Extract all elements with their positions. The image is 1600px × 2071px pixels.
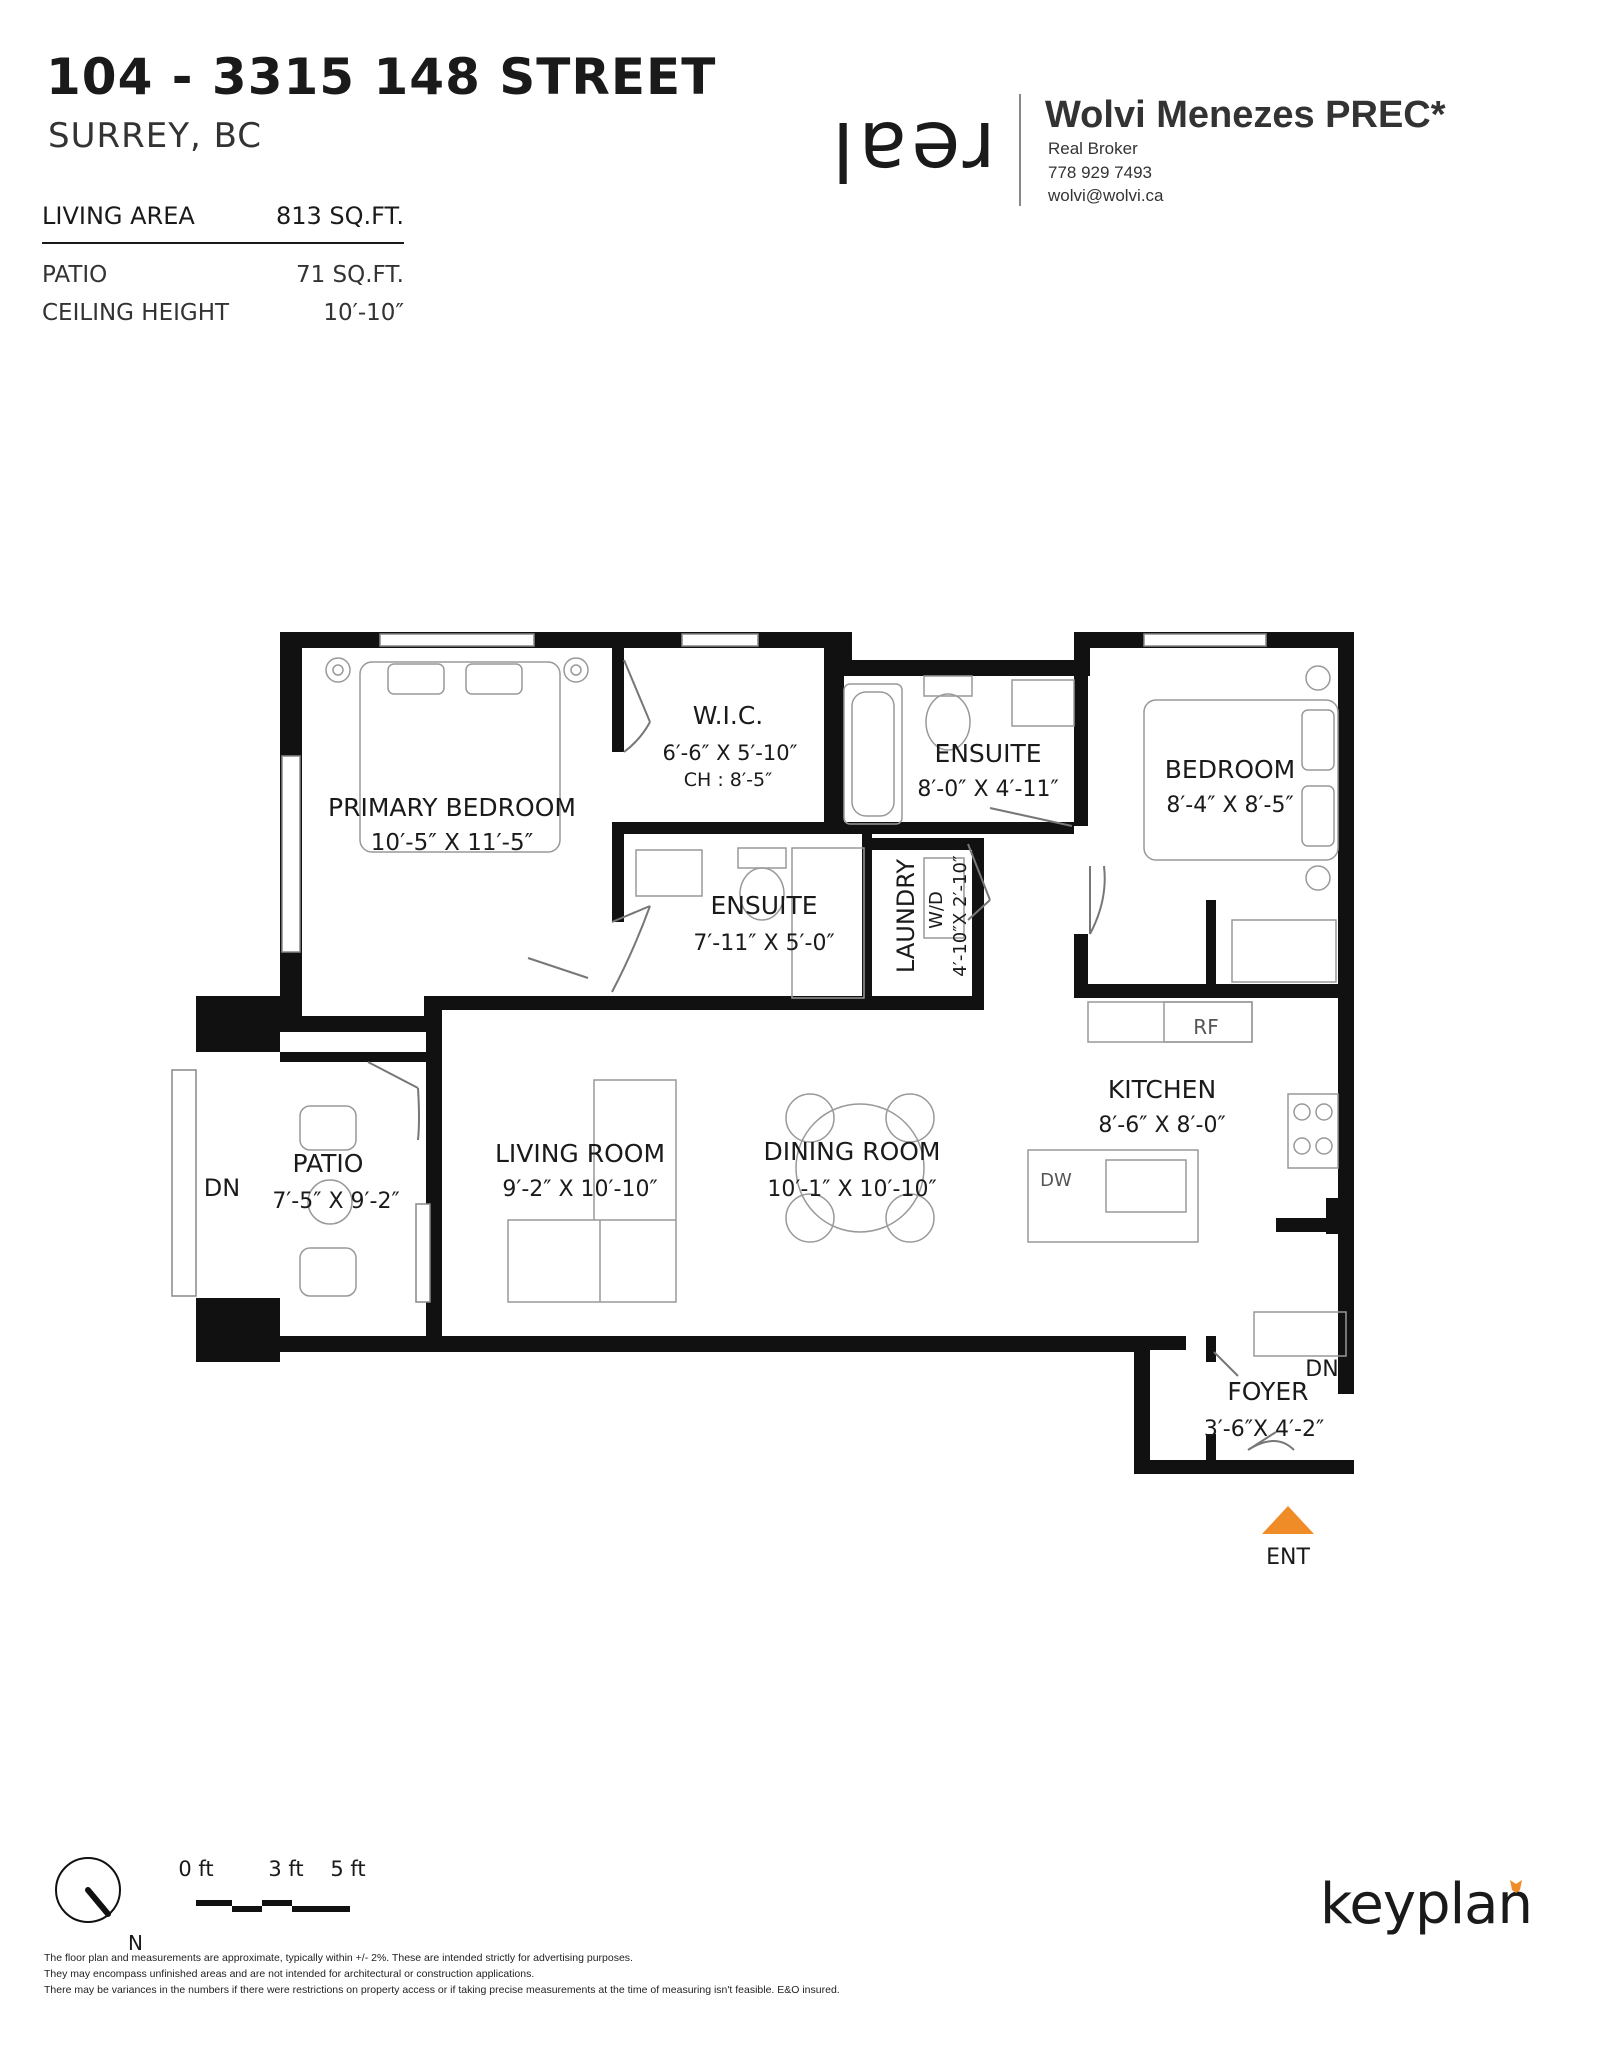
stat-value: 10′-10″ (323, 300, 404, 326)
room-dims-bedroom: 8′-4″ X 8′-5″ (1166, 793, 1293, 818)
room-dims-living-room: 9′-2″ X 10′-10″ (502, 1177, 657, 1202)
stat-value: 71 SQ.FT. (295, 262, 404, 288)
room-dims-wic: 6′-6″ X 5′-10″ (663, 741, 798, 765)
area-stats: LIVING AREA 813 SQ.FT. PATIO 71 SQ.FT. C… (42, 202, 404, 338)
room-dims-kitchen: 8′-6″ X 8′-0″ (1098, 1113, 1225, 1138)
keyplan-logo: keyplan (1320, 1872, 1533, 1937)
stat-value: 813 SQ.FT. (275, 202, 404, 230)
label-dn-foyer: DN (1305, 1357, 1338, 1382)
entry-arrow-icon (1262, 1506, 1314, 1534)
agent-title: Real Broker (1048, 139, 1138, 158)
room-name-foyer: FOYER (1227, 1377, 1308, 1406)
scale-bar: 0 ft 3 ft 5 ft (178, 1857, 366, 1912)
scale-label-5: 5 ft (330, 1857, 365, 1881)
label-ent: ENT (1266, 1545, 1310, 1570)
room-extra-laundry: W/D (926, 891, 947, 929)
disclaimer-line-3: There may be variances in the numbers if… (44, 1984, 840, 1996)
room-dims-foyer: 3′-6″X 4′-2″ (1204, 1417, 1324, 1442)
stat-ceiling-height: CEILING HEIGHT 10′-10″ (42, 300, 404, 338)
property-address: 104 - 3315 148 STREET (46, 48, 717, 106)
room-name-kitchen: KITCHEN (1108, 1075, 1216, 1104)
property-city: SURREY, BC (48, 116, 263, 156)
label-rf: RF (1193, 1015, 1218, 1039)
agent-email: wolvi@wolvi.ca (1048, 186, 1164, 205)
room-dims-dining-room: 10′-1″ X 10′-10″ (767, 1177, 936, 1202)
room-name-ensuite-2: ENSUITE (710, 891, 817, 920)
room-name-wic: W.I.C. (693, 701, 764, 730)
keyplan-logo-text: keyplan (1320, 1872, 1533, 1937)
stat-label: PATIO (42, 262, 108, 288)
fixtures (299, 657, 1347, 1357)
scale-label-3: 3 ft (268, 1857, 303, 1881)
stat-label: CEILING HEIGHT (42, 300, 230, 326)
windows (171, 633, 1267, 1303)
brand-divider (1019, 94, 1021, 206)
stat-living-area: LIVING AREA 813 SQ.FT. (42, 202, 404, 244)
label-dn-patio: DN (204, 1174, 240, 1202)
room-name-laundry: LAUNDRY (892, 859, 920, 973)
doors (367, 659, 1295, 1451)
agent-phone: 778 929 7493 (1048, 163, 1152, 182)
north-compass-icon: N (55, 1857, 143, 1955)
room-name-patio: PATIO (293, 1149, 364, 1178)
room-dims-ensuite-2: 7′-11″ X 5′-0″ (693, 931, 834, 956)
room-dims-patio: 7′-5″ X 9′-2″ (272, 1189, 399, 1214)
room-labels: PRIMARY BEDROOM 10′-5″ X 11′-5″ W.I.C. 6… (204, 701, 1339, 1570)
stat-patio: PATIO 71 SQ.FT. (42, 262, 404, 300)
room-name-bedroom: BEDROOM (1165, 755, 1296, 784)
disclaimer-line-1: The floor plan and measurements are appr… (44, 1952, 633, 1964)
room-dims-laundry: 4′-10″X 2′-10″ (950, 855, 971, 977)
label-dw: DW (1040, 1170, 1072, 1191)
scale-label-0: 0 ft (178, 1857, 213, 1881)
room-name-living-room: LIVING ROOM (495, 1139, 665, 1168)
room-extra-wic: CH : 8′-5″ (684, 769, 772, 791)
agent-name: Wolvi Menezes PREC* (1045, 94, 1446, 136)
room-name-dining-room: DINING ROOM (763, 1137, 940, 1166)
room-name-primary-bedroom: PRIMARY BEDROOM (328, 793, 576, 822)
stat-label: LIVING AREA (42, 202, 195, 230)
north-label: N (128, 1931, 143, 1955)
keyplan-fox-icon (1510, 1880, 1522, 1893)
disclaimer-line-2: They may encompass unfinished areas and … (44, 1968, 535, 1980)
room-name-ensuite-1: ENSUITE (934, 739, 1041, 768)
room-dims-ensuite-1: 8′-0″ X 4′-11″ (917, 777, 1058, 802)
room-dims-primary-bedroom: 10′-5″ X 11′-5″ (371, 830, 534, 856)
